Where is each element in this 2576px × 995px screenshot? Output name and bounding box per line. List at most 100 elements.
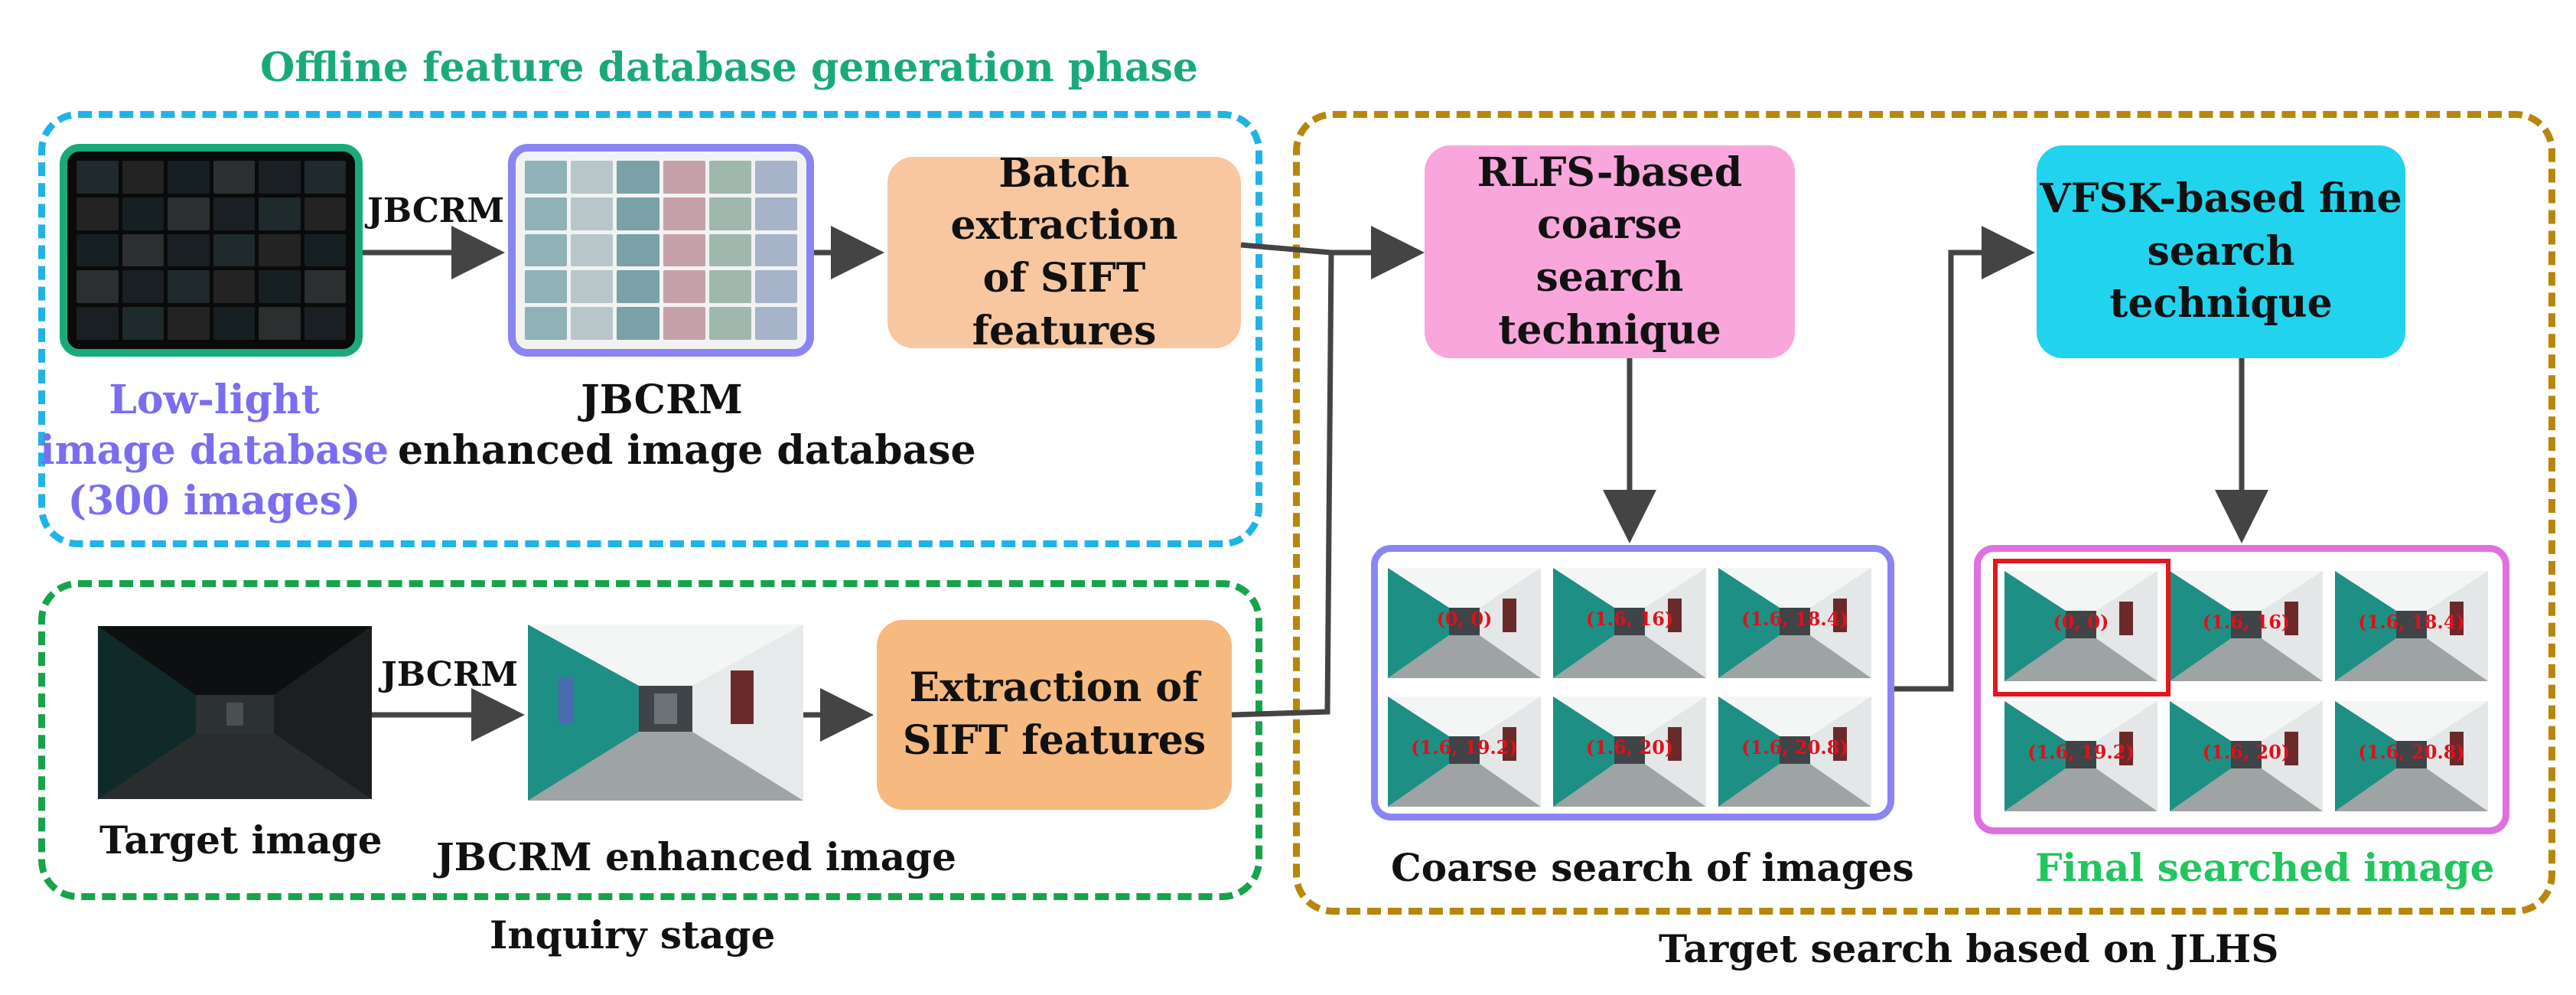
database-thumbnail <box>213 307 255 340</box>
database-thumbnail <box>525 270 568 304</box>
extract-box-line1: Extraction of <box>909 664 1200 712</box>
coarse-result-thumbnail: (1.6, 18.4) <box>1718 568 1871 678</box>
coarse-result-coordinate-label: (0, 0) <box>1436 608 1493 630</box>
database-thumbnail <box>708 233 751 267</box>
database-thumbnail <box>525 307 568 340</box>
best-match-highlight <box>1993 559 2171 696</box>
database-thumbnail <box>304 233 346 267</box>
database-thumbnail <box>213 270 255 304</box>
coarse-result-coordinate-label: (1.6, 18.4) <box>1741 608 1848 630</box>
database-thumbnail <box>571 161 614 194</box>
database-thumbnail <box>663 307 705 340</box>
database-thumbnail <box>663 270 705 304</box>
database-thumbnail <box>77 233 119 267</box>
jbcrm-enhanced-image <box>528 625 803 801</box>
database-thumbnail <box>571 270 614 304</box>
final-result-coordinate-label: (0, 0) <box>2053 611 2109 633</box>
final-result-coordinate-label: (1.6, 20) <box>2202 741 2291 763</box>
database-thumbnail <box>617 197 659 230</box>
target-image-label: Target image <box>99 817 383 863</box>
database-thumbnail <box>77 307 119 340</box>
offline-phase-group <box>38 111 1262 547</box>
database-thumbnail <box>617 233 659 267</box>
database-thumbnail <box>571 233 614 267</box>
arrow-results-to-fine <box>1894 226 2035 692</box>
coarse-result-thumbnail: (1.6, 16) <box>1553 568 1706 678</box>
database-thumbnail <box>122 270 164 304</box>
coarse-box-line2: search technique <box>1498 254 1721 354</box>
final-result-thumbnail: (1.6, 20) <box>2170 701 2323 811</box>
database-thumbnail <box>259 233 301 267</box>
arrow-batch-to-coarse <box>1240 226 1425 279</box>
database-thumbnail <box>122 233 164 267</box>
batch-box-line2: of SIFT features <box>972 255 1157 354</box>
low-light-label-line2: image database <box>39 427 389 474</box>
offline-jbcrm-arrow-label: JBCRM <box>367 191 505 230</box>
vfsk-fine-search-box: VFSK-based fine search technique <box>2037 145 2405 358</box>
database-thumbnail <box>213 233 255 267</box>
database-thumbnail <box>663 233 705 267</box>
database-thumbnail <box>304 270 346 304</box>
database-thumbnail <box>122 161 164 194</box>
database-thumbnail <box>571 197 614 230</box>
coarse-box-line1: RLFS-based coarse <box>1477 148 1743 249</box>
final-result-thumbnail: (1.6, 19.2) <box>2004 701 2158 811</box>
inquiry-stage-title: Inquiry stage <box>490 912 776 957</box>
database-thumbnail <box>708 307 751 340</box>
low-light-image-grid <box>77 161 346 340</box>
batch-box-line1: Batch extraction <box>950 149 1178 250</box>
fine-box-line1: VFSK-based fine <box>2040 175 2402 223</box>
offline-phase-title: Offline feature database generation phas… <box>260 44 1198 91</box>
coarse-result-coordinate-label: (1.6, 19.2) <box>1411 736 1518 758</box>
database-thumbnail <box>213 197 255 230</box>
coarse-result-coordinate-label: (1.6, 20) <box>1585 736 1674 758</box>
enhanced-image-grid <box>525 161 797 340</box>
database-thumbnail <box>168 197 210 230</box>
low-light-label-line1: Low-light <box>109 377 320 423</box>
target-image-corridor <box>98 626 372 799</box>
coarse-result-coordinate-label: (1.6, 20.8) <box>1741 736 1848 758</box>
database-thumbnail <box>77 270 119 304</box>
rlfs-coarse-search-box: RLFS-based coarse search technique <box>1425 145 1795 358</box>
database-thumbnail <box>122 307 164 340</box>
database-thumbnail <box>77 197 119 230</box>
database-thumbnail <box>525 197 568 230</box>
database-thumbnail <box>304 307 346 340</box>
enhanced-database-frame <box>508 144 814 357</box>
database-thumbnail <box>77 161 119 194</box>
final-result-coordinate-label: (1.6, 20.8) <box>2358 741 2465 763</box>
inquiry-jbcrm-arrow-label: JBCRM <box>381 655 519 694</box>
database-thumbnail <box>754 307 797 340</box>
enhanced-label-line2: enhanced image database <box>398 427 976 474</box>
database-thumbnail <box>213 161 255 194</box>
final-result-coordinate-label: (1.6, 16) <box>2202 611 2291 633</box>
coarse-result-thumbnail: (0, 0) <box>1388 568 1541 678</box>
database-thumbnail <box>617 270 659 304</box>
database-thumbnail <box>259 307 301 340</box>
database-thumbnail <box>525 233 568 267</box>
coarse-result-thumbnail: (1.6, 20) <box>1553 696 1706 807</box>
database-thumbnail <box>708 161 751 194</box>
target-search-title: Target search based on JLHS <box>1659 926 2279 971</box>
database-thumbnail <box>617 161 659 194</box>
enhanced-image-label: JBCRM enhanced image <box>436 834 956 879</box>
database-thumbnail <box>168 233 210 267</box>
batch-sift-extraction-box: Batch extraction of SIFT features <box>887 150 1241 354</box>
arrow-extract-to-join <box>1231 252 1334 718</box>
extract-box-line2: SIFT features <box>902 717 1207 764</box>
database-thumbnail <box>525 161 568 194</box>
database-thumbnail <box>754 197 797 230</box>
final-result-coordinate-label: (1.6, 18.4) <box>2358 611 2465 633</box>
coarse-result-thumbnail: (1.6, 19.2) <box>1388 696 1541 807</box>
database-thumbnail <box>754 270 797 304</box>
final-results-label: Final searched image <box>2035 845 2495 890</box>
database-thumbnail <box>754 233 797 267</box>
database-thumbnail <box>708 270 751 304</box>
enhanced-label-line1: JBCRM <box>581 377 743 423</box>
final-result-thumbnail: (1.6, 16) <box>2170 571 2323 681</box>
low-light-label-line3: (300 images) <box>67 478 361 524</box>
inquiry-stage-group <box>38 580 1262 900</box>
target-search-group <box>1293 111 2555 915</box>
database-thumbnail <box>259 270 301 304</box>
